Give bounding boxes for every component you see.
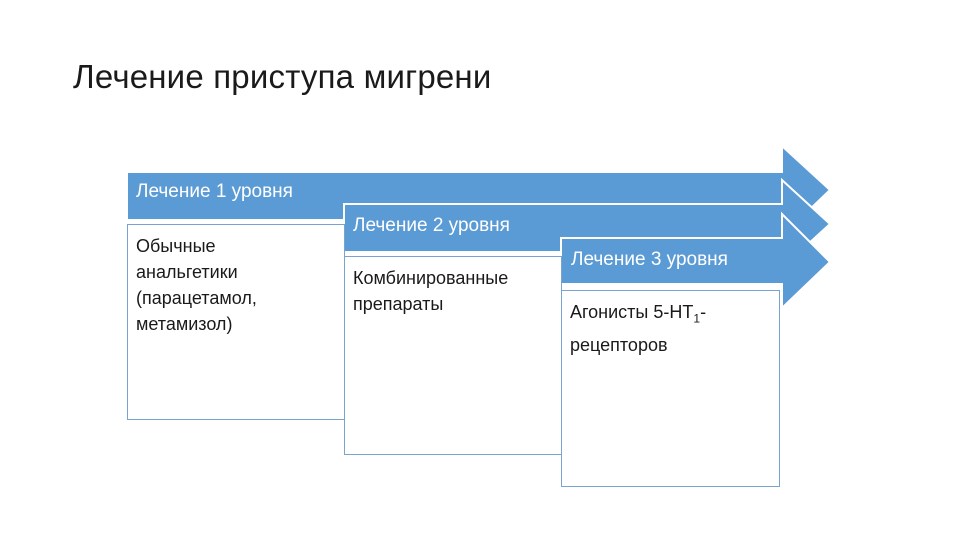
level-3-arrow bbox=[560, 211, 832, 311]
level-3-content-main: Агонисты 5-HT bbox=[570, 302, 694, 322]
level-1-box: Обычные анальгетики (парацетамол, метами… bbox=[127, 224, 345, 420]
level-2-label: Лечение 2 уровня bbox=[353, 215, 510, 236]
level-3-content-sub: 1 bbox=[693, 311, 701, 326]
level-3-label: Лечение 3 уровня bbox=[571, 249, 728, 270]
level-2-content: Комбинированные препараты bbox=[353, 268, 509, 314]
level-3-content: Агонисты 5-HT1-рецепторов bbox=[570, 299, 770, 358]
level-3-content-tail: -рецепторов bbox=[570, 302, 707, 355]
level-2-box: Комбинированные препараты bbox=[344, 256, 562, 455]
level-1-content: Обычные анальгетики (парацетамол, метами… bbox=[136, 236, 257, 334]
level-1-label: Лечение 1 уровня bbox=[136, 181, 293, 202]
level-3-box: Агонисты 5-HT1-рецепторов bbox=[561, 290, 780, 487]
slide-title: Лечение приступа мигрени bbox=[73, 58, 492, 95]
